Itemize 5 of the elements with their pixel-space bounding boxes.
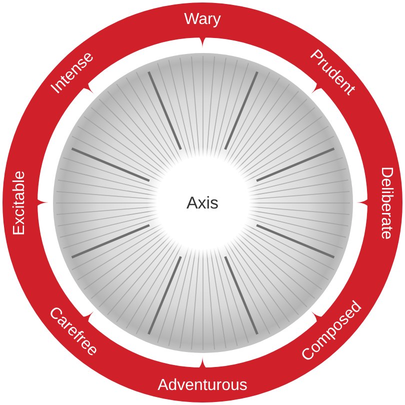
center-label: Axis bbox=[186, 194, 219, 211]
ring-label: Adventurous bbox=[158, 378, 248, 394]
ring-label: Wary bbox=[184, 12, 221, 28]
ring-label: Excitable bbox=[12, 170, 28, 235]
ring-label: Deliberate bbox=[378, 166, 394, 239]
